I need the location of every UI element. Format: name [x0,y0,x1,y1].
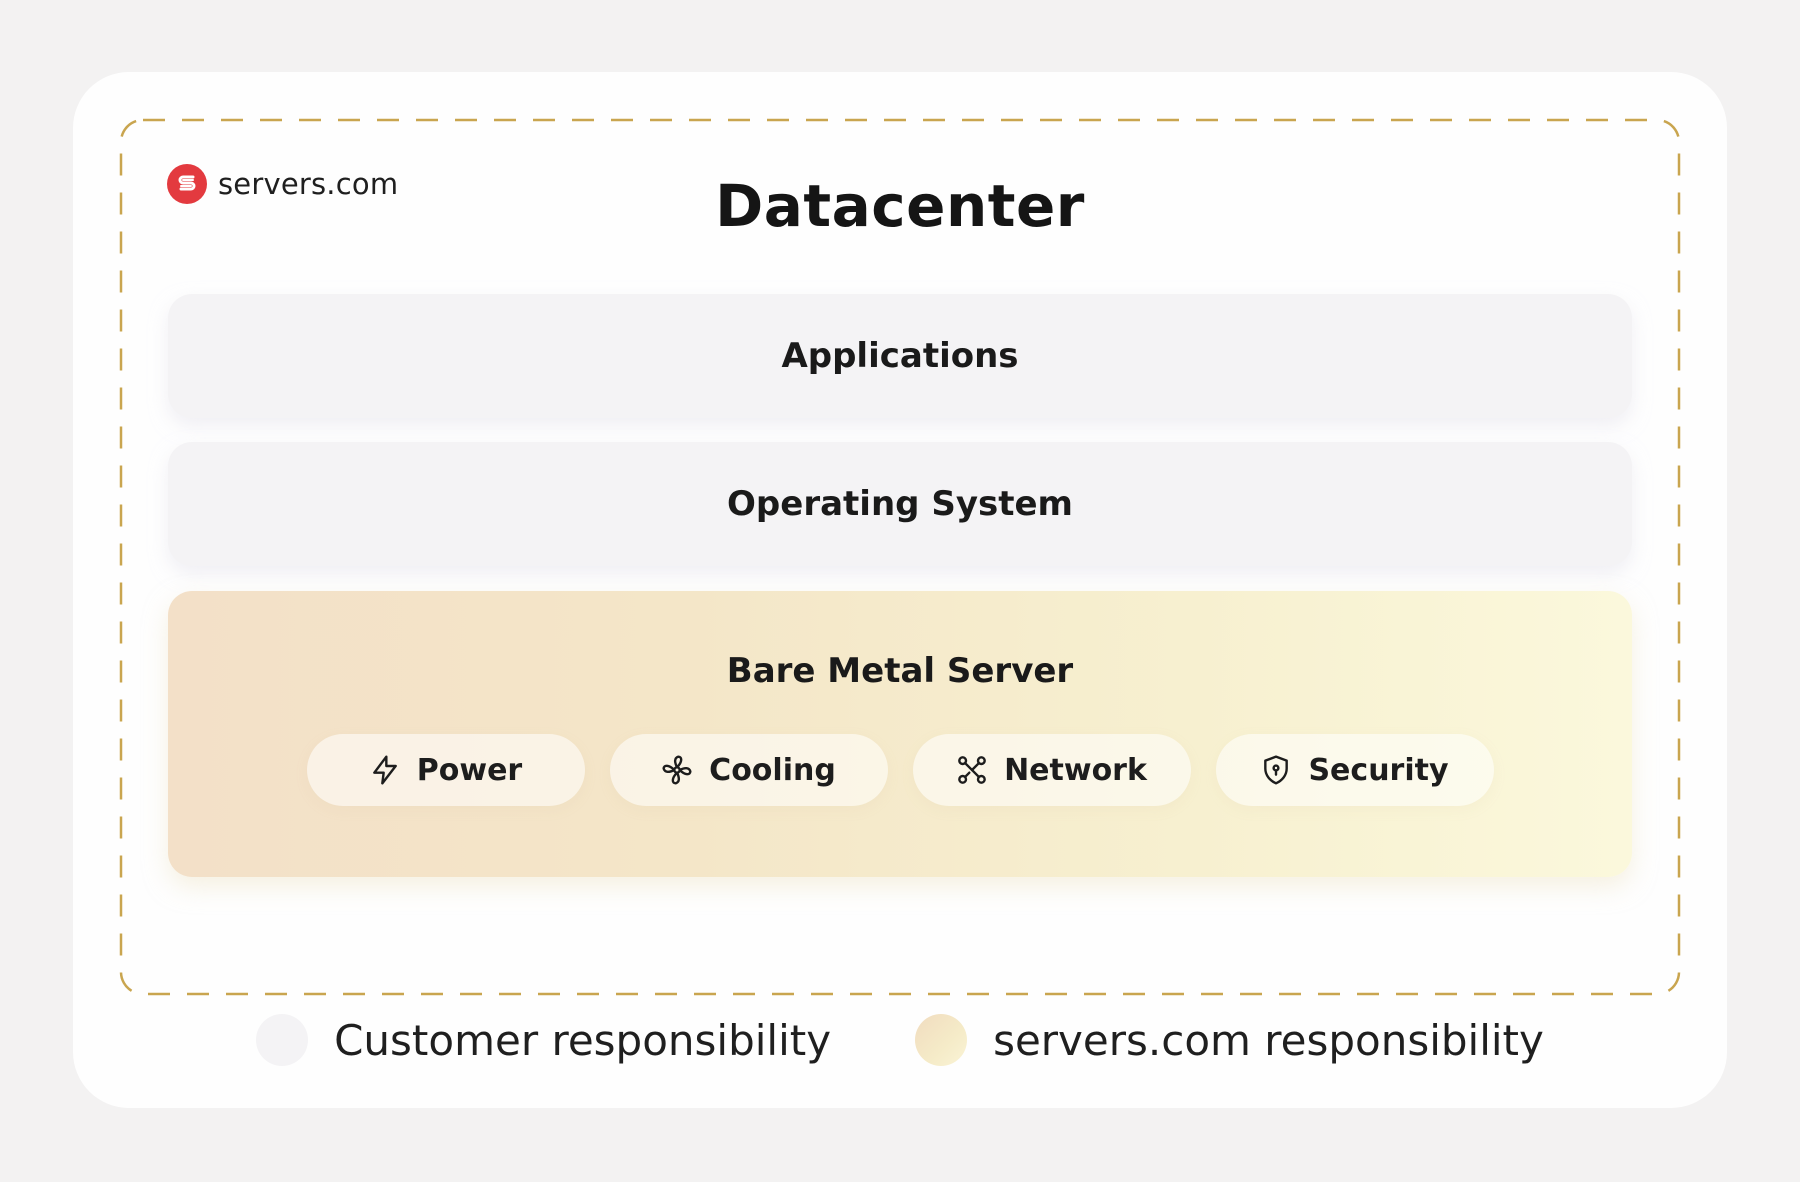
component-label: Power [416,752,523,788]
component-label: Network [1004,752,1147,788]
servers-logo-icon [167,164,207,204]
customer-swatch [256,1014,309,1066]
component-list: Power Cooling [168,734,1632,806]
bare-metal-server-layer: Bare Metal Server Power [168,591,1632,877]
legend-customer: Customer responsibility [256,1014,831,1066]
diagram-card: servers.com Datacenter Applications Oper… [73,72,1727,1108]
component-cooling: Cooling [609,734,888,806]
component-network: Network [912,734,1191,806]
lightning-icon [369,754,401,786]
component-power: Power [306,734,585,806]
operating-system-label: Operating System [727,484,1073,524]
legend-provider: servers.com responsibility [915,1014,1544,1066]
legend-provider-label: servers.com responsibility [993,1015,1544,1065]
applications-layer: Applications [168,294,1632,418]
applications-label: Applications [781,336,1019,376]
diagram-title: Datacenter [715,172,1085,240]
legend: Customer responsibility servers.com resp… [73,1010,1727,1070]
component-security: Security [1215,734,1494,806]
network-icon [956,754,988,786]
legend-customer-label: Customer responsibility [334,1015,832,1065]
fan-icon [661,754,693,786]
brand: servers.com [167,164,398,204]
shield-icon [1260,754,1292,786]
component-label: Security [1308,752,1449,788]
bare-metal-server-label: Bare Metal Server [726,651,1074,691]
datacenter-boundary [119,118,1681,996]
provider-swatch [915,1014,968,1066]
component-label: Cooling [709,752,836,788]
brand-name: servers.com [218,167,399,201]
operating-system-layer: Operating System [168,442,1632,566]
